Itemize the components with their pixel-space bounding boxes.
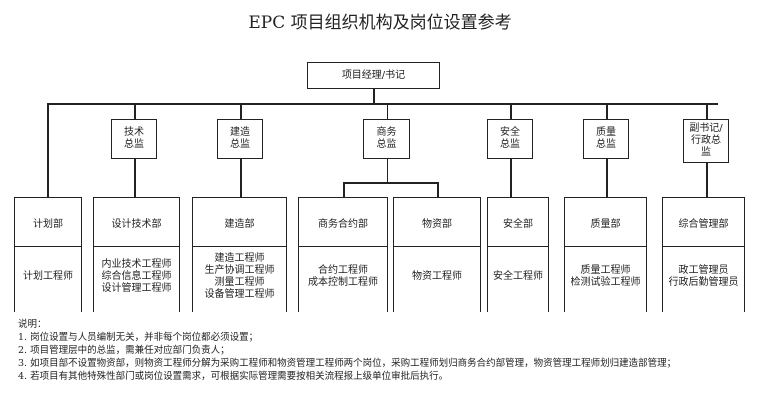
connector (240, 159, 242, 197)
chart-title: EPC 项目组织机构及岗位设置参考 (248, 13, 512, 33)
department-box: 安全部安全工程师 (487, 197, 549, 312)
department-name: 商务合约部 (299, 198, 387, 247)
department-name: 综合管理部 (663, 198, 744, 247)
role-label: 设计管理工程师 (101, 283, 172, 294)
role-label: 物资工程师 (412, 271, 462, 282)
role-label: 建造工程师 (214, 253, 265, 264)
note-item: 3. 如项目部不设置物资部，则物资工程师分解为采购工程师和物资管理工程师两个岗位… (18, 358, 677, 369)
note-item: 1. 岗位设置与人员编制无关，并非每个岗位都必须设置； (18, 332, 259, 343)
department-roles: 计划工程师 (15, 247, 81, 307)
role-label: 合约工程师 (318, 265, 368, 276)
connector (606, 159, 608, 197)
role-label: 生产协调工程师 (204, 265, 275, 276)
role-label: 质量工程师 (580, 265, 631, 276)
role-label: 设备管理工程师 (204, 289, 275, 300)
connector (343, 182, 345, 198)
department-roles: 安全工程师 (488, 247, 548, 307)
department-box: 计划部计划工程师 (14, 197, 82, 312)
director-box: 副书记/ 行政总 监 (683, 119, 729, 163)
department-name: 物资部 (394, 198, 480, 247)
role-label: 内业技术工程师 (101, 259, 172, 270)
connector (134, 103, 136, 120)
role-label: 成本控制工程师 (308, 277, 378, 288)
notes: 说明： 1. 岗位设置与人员编制无关，并非每个岗位都必须设置； 2. 项目管理层… (18, 318, 748, 383)
director-box: 建造 总监 (217, 119, 263, 159)
department-name: 建造部 (193, 198, 286, 247)
department-roles: 质量工程师检测试验工程师 (565, 247, 646, 307)
connector (437, 182, 439, 198)
connector (47, 103, 49, 197)
department-roles: 物资工程师 (394, 247, 480, 307)
project-manager-box: 项目经理/书记 (307, 62, 440, 89)
connector (240, 103, 242, 120)
department-name: 质量部 (565, 198, 646, 247)
department-name: 设计技术部 (94, 198, 179, 247)
connector (386, 103, 388, 120)
director-box: 技术 总监 (111, 119, 157, 159)
connector (510, 159, 512, 197)
role-label: 安全工程师 (493, 271, 543, 282)
department-box: 综合管理部政工管理员行政后勤管理员 (662, 197, 745, 312)
department-roles: 合约工程师成本控制工程师 (299, 247, 387, 307)
department-roles: 政工管理员行政后勤管理员 (663, 247, 744, 307)
connector (510, 103, 512, 120)
connector (134, 159, 136, 197)
connector (47, 103, 718, 105)
department-box: 设计技术部内业技术工程师综合信息工程师设计管理工程师 (93, 197, 180, 312)
note-item: 4. 若项目有其他特殊性部门或岗位设置需求，可根据实际管理需要按相关流程报上级单… (18, 371, 449, 382)
department-name: 安全部 (488, 198, 548, 247)
department-box: 质量部质量工程师检测试验工程师 (564, 197, 647, 312)
role-label: 测量工程师 (214, 277, 265, 288)
connector (343, 182, 438, 184)
department-box: 商务合约部合约工程师成本控制工程师 (298, 197, 388, 312)
department-box: 物资部物资工程师 (393, 197, 481, 312)
notes-heading: 说明： (18, 319, 47, 330)
note-item: 2. 项目管理层中的总监，需兼任对应部门负责人； (18, 345, 230, 356)
director-box: 商务 总监 (363, 119, 410, 159)
role-label: 行政后勤管理员 (668, 277, 739, 288)
connector (373, 89, 375, 103)
role-label: 综合信息工程师 (101, 271, 172, 282)
role-label: 计划工程师 (23, 271, 73, 282)
director-box: 安全 总监 (487, 119, 533, 159)
connector (706, 163, 708, 197)
department-box: 建造部建造工程师生产协调工程师测量工程师设备管理工程师 (192, 197, 287, 312)
connector (606, 103, 608, 120)
role-label: 政工管理员 (678, 265, 729, 276)
connector (706, 103, 708, 120)
role-label: 检测试验工程师 (570, 277, 641, 288)
department-roles: 内业技术工程师综合信息工程师设计管理工程师 (94, 247, 179, 307)
department-roles: 建造工程师生产协调工程师测量工程师设备管理工程师 (193, 247, 286, 307)
connector (386, 159, 388, 182)
director-box: 质量 总监 (583, 119, 629, 159)
department-name: 计划部 (15, 198, 81, 247)
